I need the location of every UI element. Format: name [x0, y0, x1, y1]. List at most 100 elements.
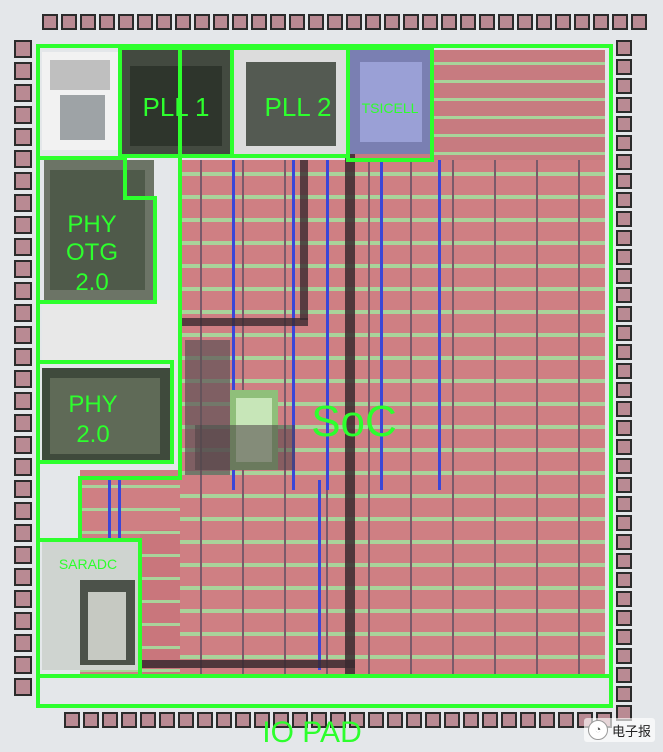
io-pad-metal: [142, 714, 154, 726]
io-pad-metal: [16, 86, 30, 100]
metal-track-h: [432, 116, 605, 119]
io-pad-metal: [158, 16, 170, 28]
io-pad-metal: [618, 61, 630, 73]
io-pad-metal: [104, 714, 116, 726]
io-pad-metal: [465, 714, 477, 726]
phy2-label-line1: PHY: [68, 391, 117, 418]
io-pad-metal: [618, 460, 630, 472]
io-pad-metal: [595, 16, 607, 28]
metal-track-h: [180, 632, 605, 636]
metal-track-v: [318, 480, 321, 670]
metal-track-v: [536, 160, 538, 675]
io-pad-metal: [16, 196, 30, 210]
metal-track-h: [180, 471, 605, 475]
metal-track-v: [284, 160, 286, 675]
io-pad-metal: [275, 714, 287, 726]
io-pad-metal: [386, 16, 398, 28]
metal-track-v: [452, 160, 454, 675]
io-pad-metal: [16, 328, 30, 342]
io-pad-metal: [101, 16, 113, 28]
io-pad-metal: [618, 555, 630, 567]
io-pad-metal: [16, 482, 30, 496]
io-pad-metal: [618, 213, 630, 225]
io-pad-metal: [618, 517, 630, 529]
io-pad-metal: [618, 194, 630, 206]
io-pad-metal: [161, 714, 173, 726]
io-pad-metal: [367, 16, 379, 28]
io-pad-metal: [16, 658, 30, 672]
io-pad-metal: [618, 327, 630, 339]
metal-track-h: [180, 517, 605, 521]
io-pad-metal: [618, 403, 630, 415]
io-pad-metal: [446, 714, 458, 726]
io-pad-metal: [16, 42, 30, 56]
metal-track-h: [180, 287, 605, 291]
metal-track-h: [432, 80, 605, 83]
io-pad-metal: [519, 16, 531, 28]
io-pad-metal: [481, 16, 493, 28]
metal-track-v: [326, 160, 329, 490]
io-pad-metal: [256, 714, 268, 726]
io-pad-metal: [16, 306, 30, 320]
io-pad-metal: [618, 289, 630, 301]
io-pad-metal: [633, 16, 645, 28]
metal-track-h: [180, 241, 605, 245]
io-pad-metal: [234, 16, 246, 28]
io-pad-metal: [618, 270, 630, 282]
metal-track-h: [80, 531, 180, 534]
phy-otg-outline: [40, 156, 157, 304]
io-pad-metal: [16, 504, 30, 518]
io-pad-metal: [16, 350, 30, 364]
io-pad-row-bottom: [64, 712, 612, 728]
io-pad-row-top: [42, 14, 647, 30]
io-pad-metal: [618, 137, 630, 149]
io-pad-metal: [16, 372, 30, 386]
io-pad-metal: [614, 16, 626, 28]
wechat-bubble-icon: ◔: [587, 720, 608, 740]
saradc-label: SARADC: [59, 556, 117, 572]
io-pad-metal: [16, 108, 30, 122]
metal-track-h: [432, 98, 605, 101]
metal-track-h: [180, 356, 605, 360]
io-pad-metal: [618, 118, 630, 130]
metal-track-h: [180, 586, 605, 590]
io-pad-metal: [424, 16, 436, 28]
metal-track-h: [180, 540, 605, 544]
io-pad-metal: [199, 714, 211, 726]
io-pad-metal: [196, 16, 208, 28]
io-pad-metal: [82, 16, 94, 28]
io-pad-metal: [63, 16, 75, 28]
io-pad-column-right: [616, 40, 632, 721]
metal-track-h: [180, 379, 605, 383]
io-pad-metal: [618, 175, 630, 187]
io-pad-metal: [16, 438, 30, 452]
io-pad-metal: [16, 548, 30, 562]
io-pad-metal: [462, 16, 474, 28]
io-pad-metal: [310, 16, 322, 28]
io-pad-metal: [618, 251, 630, 263]
metal-track-h: [80, 508, 180, 511]
metal-track-h: [180, 264, 605, 268]
io-pad-metal: [618, 574, 630, 586]
io-pad-metal: [16, 636, 30, 650]
phy2-label-line2: 2.0: [76, 421, 109, 448]
io-pad-metal: [560, 714, 572, 726]
metal-track-h: [180, 172, 605, 176]
io-pad-metal: [16, 680, 30, 694]
io-pad-metal: [16, 174, 30, 188]
io-pad-metal: [139, 16, 151, 28]
io-pad-metal: [618, 42, 630, 54]
pll1-label: PLL 1: [143, 92, 210, 122]
metal-track-h: [180, 195, 605, 199]
io-pad-metal: [522, 714, 534, 726]
io-pad-metal: [618, 536, 630, 548]
io-pad-metal: [351, 714, 363, 726]
io-pad-metal: [618, 479, 630, 491]
pll2-label: PLL 2: [265, 92, 332, 122]
io-pad-metal: [618, 707, 630, 719]
analog-top-left-area: [42, 52, 180, 670]
metal-track-h: [180, 218, 605, 222]
metal-track-v: [578, 160, 580, 675]
io-pad-metal: [16, 614, 30, 628]
